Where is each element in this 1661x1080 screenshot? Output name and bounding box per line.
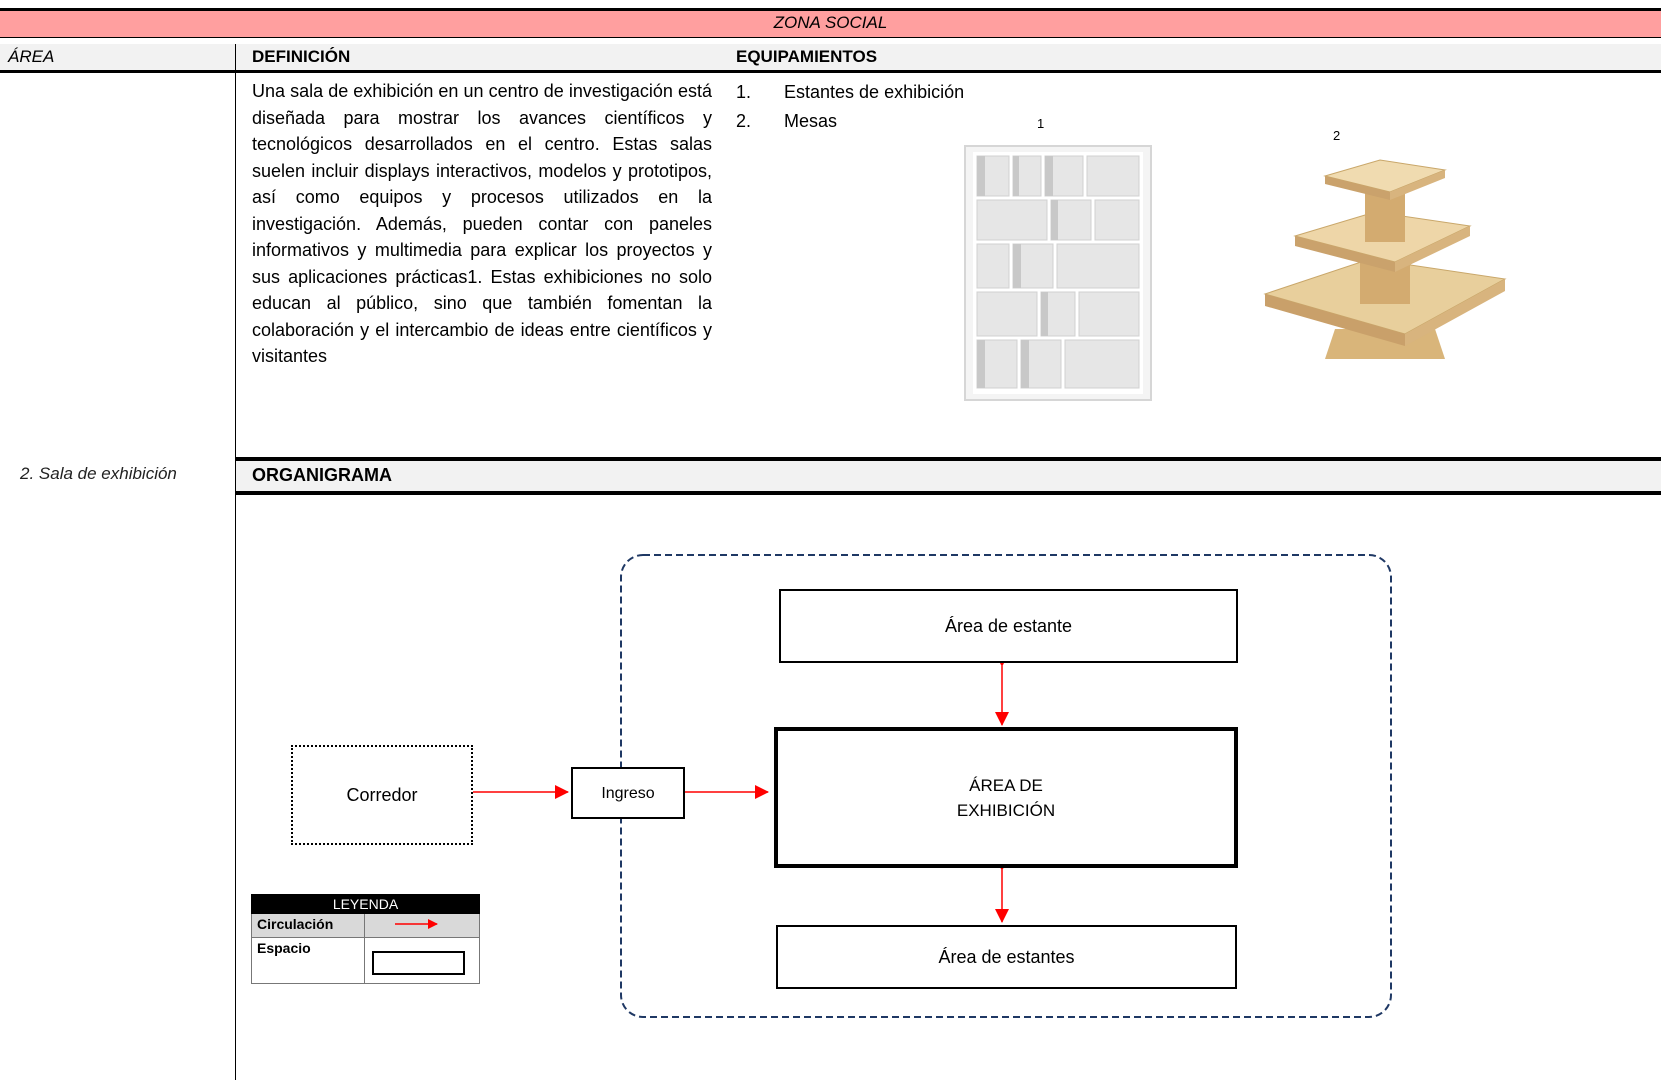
- legend-title: LEYENDA: [251, 894, 480, 914]
- node-area-exhibicion-line1: ÁREA DE: [969, 775, 1043, 795]
- node-area-exhibicion: ÁREA DE EXHIBICIÓN: [774, 727, 1238, 868]
- header-equipment: EQUIPAMIENTOS: [736, 47, 878, 66]
- table-image: [1263, 159, 1507, 359]
- organigrama-header: [236, 457, 1661, 495]
- legend-espacio-label: Espacio: [252, 938, 365, 983]
- definition-text: Una sala de exhibición en un centro de i…: [252, 81, 712, 366]
- node-area-estantes: Área de estantes: [776, 925, 1237, 989]
- legend-espacio-symbol: [365, 938, 479, 983]
- equipment-item: 1.Estantes de exhibición: [736, 82, 965, 102]
- area-name: 2. Sala de exhibición: [20, 464, 177, 483]
- header-definition: DEFINICIÓN: [252, 47, 351, 66]
- header-row: [0, 44, 1661, 73]
- image-label-shelf: 1: [1037, 116, 1045, 131]
- zone-title: ZONA SOCIAL: [773, 13, 888, 32]
- zone-band: [0, 8, 1661, 38]
- node-corredor: Corredor: [291, 745, 473, 845]
- image-label-table: 2: [1333, 128, 1341, 143]
- legend-circulacion-label: Circulación: [252, 914, 365, 937]
- node-area-exhibicion-line2: EXHIBICIÓN: [956, 800, 1056, 820]
- legend-circulacion-symbol: [365, 914, 479, 937]
- legend: LEYENDA Circulación Espacio: [251, 894, 480, 984]
- node-ingreso: Ingreso: [571, 767, 685, 819]
- column-divider: [235, 44, 236, 1080]
- header-area: ÁREA: [8, 47, 55, 66]
- organigrama-title: ORGANIGRAMA: [252, 465, 392, 485]
- equipment-list: 1.Estantes de exhibición 2.Mesas: [736, 78, 964, 136]
- node-area-estante: Área de estante: [779, 589, 1238, 663]
- shelf-image: [964, 145, 1152, 401]
- equipment-item: 2.Mesas: [736, 111, 838, 131]
